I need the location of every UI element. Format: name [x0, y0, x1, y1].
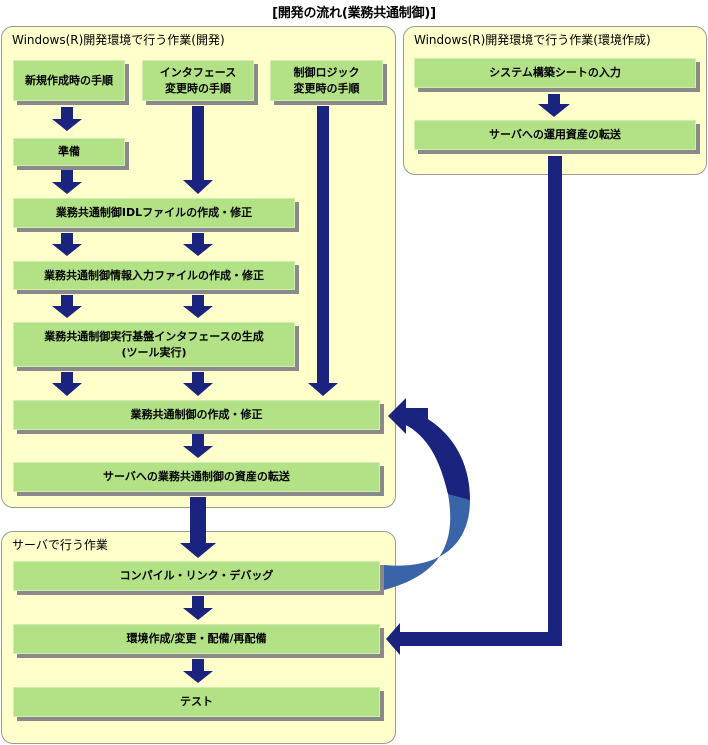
step-system-sheet-input: システム構築シートの入力	[414, 58, 696, 88]
env-panel-label: Windows(R)開発環境で行う作業(環境作成)	[414, 33, 651, 47]
arrow-operation-to-deploy	[386, 156, 562, 655]
step-asset-transfer: サーバへの業務共通制御の資産の転送	[13, 462, 380, 492]
step-operation-asset-transfer: サーバへの運用資産の転送	[414, 120, 696, 150]
step-interface-change: インタフェース 変更時の手順	[142, 60, 254, 101]
server-panel-label: サーバで行う作業	[12, 538, 108, 552]
step-compile-link-debug: コンパイル・リンク・デバッグ	[13, 561, 380, 591]
arrow-loop-back	[384, 408, 470, 590]
step-control-edit: 業務共通制御の作成・修正	[13, 400, 380, 430]
step-new-procedure: 新規作成時の手順	[13, 60, 125, 101]
step-test: テスト	[13, 687, 380, 717]
step-idl-edit: 業務共通制御IDLファイルの作成・修正	[13, 198, 295, 228]
step-info-input-edit: 業務共通制御情報入力ファイルの作成・修正	[13, 261, 295, 290]
dev-panel-label: Windows(R)開発環境で行う作業(開発)	[12, 33, 225, 47]
step-logic-change: 制御ロジック 変更時の手順	[270, 60, 383, 101]
step-env-deploy: 環境作成/変更・配備/再配備	[13, 624, 380, 654]
step-interface-generate: 業務共通制御実行基盤インタフェースの生成 (ツール実行)	[13, 322, 295, 367]
diagram-title: [開発の流れ(業務共通制御)]	[272, 6, 436, 21]
arrow-loop-upper	[404, 408, 470, 500]
step-prepare: 準備	[13, 138, 125, 166]
env-panel: Windows(R)開発環境で行う作業(環境作成)	[403, 26, 707, 175]
